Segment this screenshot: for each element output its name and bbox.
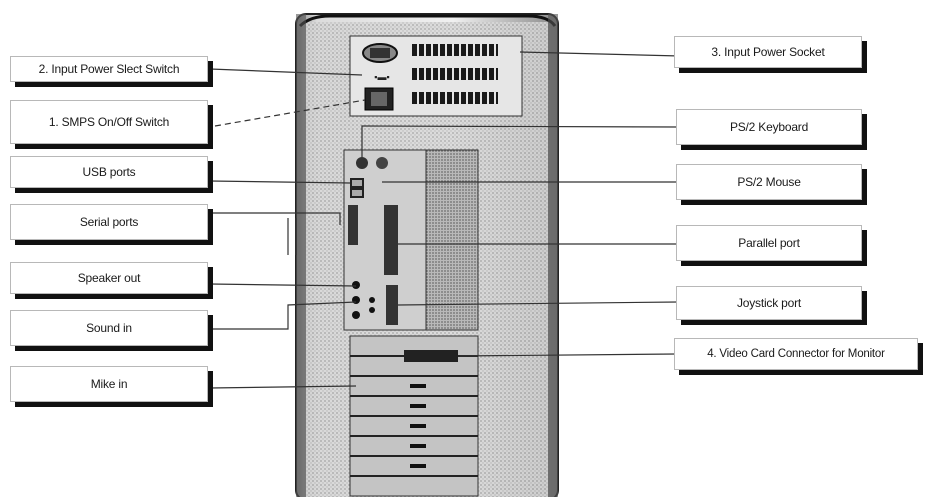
- label-text: Joystick port: [736, 296, 802, 310]
- label-input-power-select-switch: 2. Input Power Slect Switch: [10, 56, 208, 82]
- label-text: USB ports: [82, 165, 136, 179]
- label-parallel-port: Parallel port: [676, 225, 862, 261]
- label-video-card-connector: 4. Video Card Connector for Monitor: [674, 338, 918, 370]
- label-text: PS/2 Mouse: [737, 175, 801, 189]
- ps2-mouse-port-icon: [376, 157, 388, 169]
- psu-vents: [412, 44, 498, 104]
- video-card-connector-icon: [404, 350, 458, 362]
- sound-in-jack-icon: [352, 296, 360, 304]
- label-text: Parallel port: [738, 236, 800, 250]
- label-usb-ports: USB ports: [10, 156, 208, 188]
- label-text: 2. Input Power Slect Switch: [38, 62, 180, 76]
- svg-text:▪▬▪: ▪▬▪: [374, 72, 389, 82]
- label-input-power-socket: 3. Input Power Socket: [674, 36, 862, 68]
- label-text: Serial ports: [79, 215, 139, 229]
- mike-in-jack-icon: [352, 311, 360, 319]
- ps2-keyboard-port-icon: [356, 157, 368, 169]
- label-joystick-port: Joystick port: [676, 286, 862, 320]
- label-text: Speaker out: [77, 271, 141, 285]
- label-mike-in: Mike in: [10, 366, 208, 402]
- label-text: 1. SMPS On/Off Switch: [48, 115, 170, 129]
- label-text: 3. Input Power Socket: [711, 45, 825, 59]
- label-text: PS/2 Keyboard: [729, 120, 809, 134]
- label-speaker-out: Speaker out: [10, 262, 208, 294]
- label-ps2-mouse: PS/2 Mouse: [676, 164, 862, 200]
- label-text: 4. Video Card Connector for Monitor: [707, 348, 885, 360]
- parallel-port-icon: [384, 205, 398, 275]
- label-smps-switch: 1. SMPS On/Off Switch: [10, 100, 208, 144]
- label-text: Sound in: [86, 321, 132, 335]
- io-panel: [343, 149, 479, 331]
- serial-port-icon: [348, 205, 358, 245]
- power-supply-unit: ▪▬▪: [349, 35, 523, 117]
- label-text: Mike in: [90, 377, 128, 391]
- label-ps2-keyboard: PS/2 Keyboard: [676, 109, 862, 145]
- expansion-slots: [349, 335, 479, 497]
- leader-lines: [209, 51, 681, 389]
- speaker-out-jack-icon: [352, 281, 360, 289]
- label-serial-ports: Serial ports: [10, 204, 208, 240]
- joystick-port-icon: [386, 285, 398, 325]
- label-sound-in: Sound in: [10, 310, 208, 346]
